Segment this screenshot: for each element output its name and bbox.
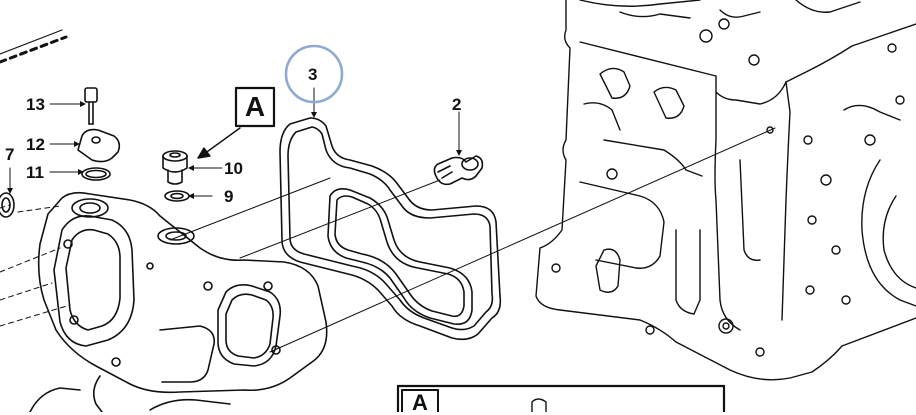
leader-lines	[9, 87, 460, 197]
part-2-plug	[433, 155, 484, 186]
part-7-oring	[0, 192, 15, 218]
callout-12: 12	[26, 135, 45, 154]
engine-block	[535, 0, 916, 381]
alignment-dashed-lines	[0, 204, 71, 327]
filter-housing	[29, 191, 328, 412]
view-a-label: A	[244, 91, 266, 122]
view-a-inset-label: A	[412, 390, 428, 415]
assembly-lines	[169, 127, 776, 353]
view-a-box	[234, 86, 276, 128]
callout-9: 9	[224, 187, 234, 206]
callout-11: 11	[26, 163, 44, 182]
part-11-oring	[81, 167, 111, 181]
part-10-plug	[162, 150, 188, 185]
callout-10: 10	[224, 159, 243, 178]
part-9-washer	[164, 190, 190, 202]
callout-13: 13	[26, 95, 45, 114]
highlight-circle-3	[284, 44, 344, 104]
detail-inset-frame	[396, 384, 726, 412]
callout-7: 7	[5, 145, 15, 164]
view-a-arrow	[197, 127, 241, 159]
cut-edge-top-left	[0, 29, 68, 64]
part-12-cover-plate	[77, 128, 121, 163]
part-13-bolt	[84, 87, 98, 125]
leader-arrowheads	[7, 101, 462, 199]
callout-3: 3	[308, 65, 318, 84]
callout-2: 2	[452, 95, 462, 114]
part-3-gasket	[279, 117, 502, 341]
